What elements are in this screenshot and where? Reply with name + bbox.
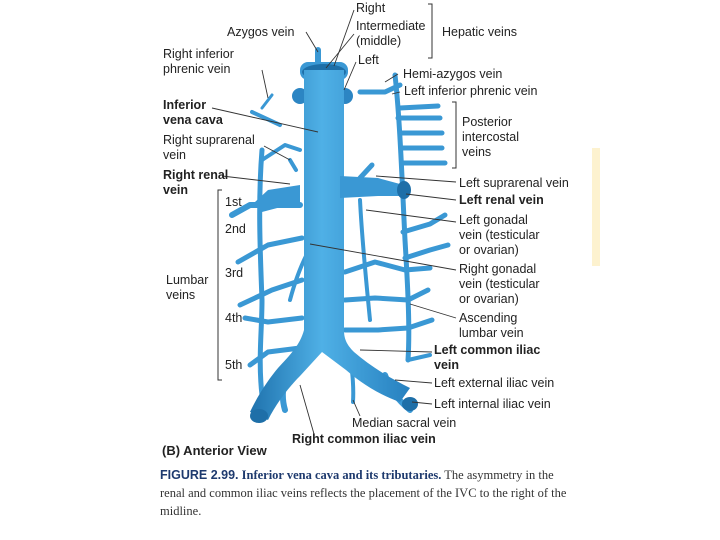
right-lumbar-5th (247, 345, 303, 368)
label-left-internal-iliac-vein: Left internal iliac vein (434, 397, 551, 411)
leader-lines (211, 9, 457, 435)
intercostal-bracket (452, 101, 457, 169)
label-lumbar-5th: 5th (225, 358, 243, 372)
label-ascending-lumbar-vein: Ascending lumbar vein (459, 311, 524, 340)
label-lumbar-4th: 4th (225, 311, 243, 325)
label-left-hepatic: Left (358, 53, 379, 67)
figure-number: FIGURE 2.99. (160, 468, 239, 482)
label-lumbar-3rd: 3rd (225, 266, 244, 280)
label-left-renal-vein: Left renal vein (459, 193, 544, 207)
hepatic-bracket (428, 3, 433, 59)
label-inferior-vena-cava: Inferior vena cava (163, 98, 223, 127)
label-right-renal-vein: Right renal vein (163, 168, 229, 197)
label-left-gonadal-vein: Left gonadal vein (testicular or ovarian… (459, 213, 540, 257)
label-hepatic-veins: Hepatic veins (442, 25, 518, 39)
view-label: (B) Anterior View (162, 443, 267, 458)
label-right-common-iliac-vein: Right common iliac vein (292, 432, 436, 446)
left-renal-vein (340, 176, 405, 198)
lumbar-bracket (217, 189, 222, 381)
label-azygos-vein: Azygos vein (227, 25, 295, 39)
figure-caption: FIGURE 2.99. Inferior vena cava and its … (160, 466, 580, 520)
label-median-sacral-vein: Median sacral vein (352, 416, 457, 430)
left-suprarenal-vein (357, 162, 375, 181)
left-gonadal-vein (358, 198, 372, 322)
right-lumbar-3rd (237, 277, 305, 308)
label-posterior-intercostal-veins: Posterior intercostal veins (462, 115, 519, 159)
label-lumbar-1st: 1st (225, 195, 242, 209)
right-renal-vein (255, 185, 300, 212)
label-hemi-azygos-vein: Hemi-azygos vein (403, 67, 503, 81)
label-left-inferior-phrenic-vein: Left inferior phrenic vein (404, 84, 538, 98)
label-right-suprarenal-vein: Right suprarenal vein (163, 133, 255, 162)
label-right-hepatic: Right (356, 1, 386, 15)
figure-caption-text: The asymmetry in the renal and common il… (160, 468, 567, 518)
label-right-inferior-phrenic-vein: Right inferior phrenic vein (163, 47, 234, 76)
right-lumbar-4th (242, 315, 305, 325)
brackets (217, 3, 457, 381)
label-left-common-iliac-vein: Left common iliac vein (434, 343, 541, 372)
label-left-suprarenal-vein: Left suprarenal vein (459, 176, 569, 190)
left-inferior-phrenic-vein (357, 82, 403, 95)
label-intermediate-hepatic: Intermediate (middle) (356, 19, 426, 48)
figure-title: Inferior vena cava and its tributaries. (241, 468, 442, 482)
side-tab (592, 148, 600, 266)
label-left-external-iliac-vein: Left external iliac vein (434, 376, 555, 390)
right-lumbar-2nd (235, 235, 305, 265)
right-suprarenal-vein (288, 158, 298, 172)
right-inferior-phrenic-vein (250, 110, 282, 127)
label-lumbar-2nd: 2nd (225, 222, 246, 236)
inferior-vena-cava (250, 70, 410, 420)
label-lumbar-veins: Lumbar veins (166, 273, 209, 302)
label-right-gonadal-vein: Right gonadal vein (testicular or ovaria… (459, 262, 540, 306)
